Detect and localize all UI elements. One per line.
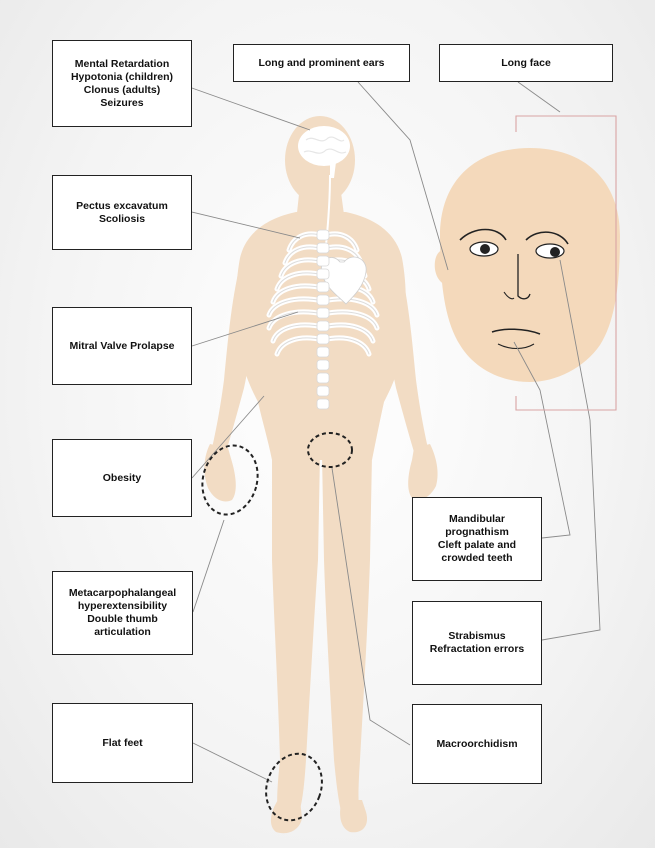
label-line: crowded teeth	[441, 552, 512, 565]
vertebra	[317, 399, 329, 409]
label-mitral: Mitral Valve Prolapse	[52, 307, 192, 385]
right-leg	[322, 455, 372, 815]
label-line: Long and prominent ears	[258, 57, 384, 70]
label-line: hyperextensibility	[78, 600, 167, 613]
vertebra	[317, 256, 329, 266]
vertebra	[317, 230, 329, 240]
vertebra	[317, 334, 329, 344]
label-ears: Long and prominent ears	[233, 44, 410, 82]
label-line: articulation	[94, 626, 151, 639]
leader-hands	[193, 520, 224, 612]
label-face: Long face	[439, 44, 613, 82]
vertebra	[317, 243, 329, 253]
label-line: Mental Retardation	[75, 58, 170, 71]
label-testes: Macroorchidism	[412, 704, 542, 784]
label-line: Hypotonia (children)	[71, 71, 173, 84]
vertebra	[317, 269, 329, 279]
label-line: Refractation errors	[430, 643, 525, 656]
label-obesity: Obesity	[52, 439, 192, 517]
vertebra	[317, 308, 329, 318]
label-line: Mitral Valve Prolapse	[69, 340, 174, 353]
vertebra	[317, 373, 329, 383]
label-line: Metacarpophalangeal	[69, 587, 176, 600]
right-hand	[408, 444, 437, 500]
leader-feet	[193, 743, 272, 782]
label-line: Pectus excavatum	[76, 200, 168, 213]
label-line: Mandibular	[449, 513, 505, 526]
label-line: Seizures	[100, 97, 143, 110]
label-line: Scoliosis	[99, 213, 145, 226]
vertebra	[317, 295, 329, 305]
label-line: Flat feet	[102, 737, 142, 750]
vertebra	[317, 347, 329, 357]
left-hand	[204, 444, 235, 502]
label-feet: Flat feet	[52, 703, 193, 783]
vertebra	[317, 321, 329, 331]
label-line: Clonus (adults)	[84, 84, 160, 97]
label-line: Cleft palate and	[438, 539, 516, 552]
vertebra	[317, 386, 329, 396]
vertebra	[317, 360, 329, 370]
leader-neuro	[175, 82, 310, 130]
label-line: Macroorchidism	[436, 738, 517, 751]
label-line: Long face	[501, 57, 551, 70]
vertebra	[317, 282, 329, 292]
face	[440, 148, 620, 382]
label-line: Double thumb	[87, 613, 158, 626]
label-line: Obesity	[103, 472, 142, 485]
label-line: prognathism	[445, 526, 509, 539]
label-line: Strabismus	[448, 630, 505, 643]
face-closeup	[435, 148, 620, 382]
leader-face	[518, 82, 560, 112]
